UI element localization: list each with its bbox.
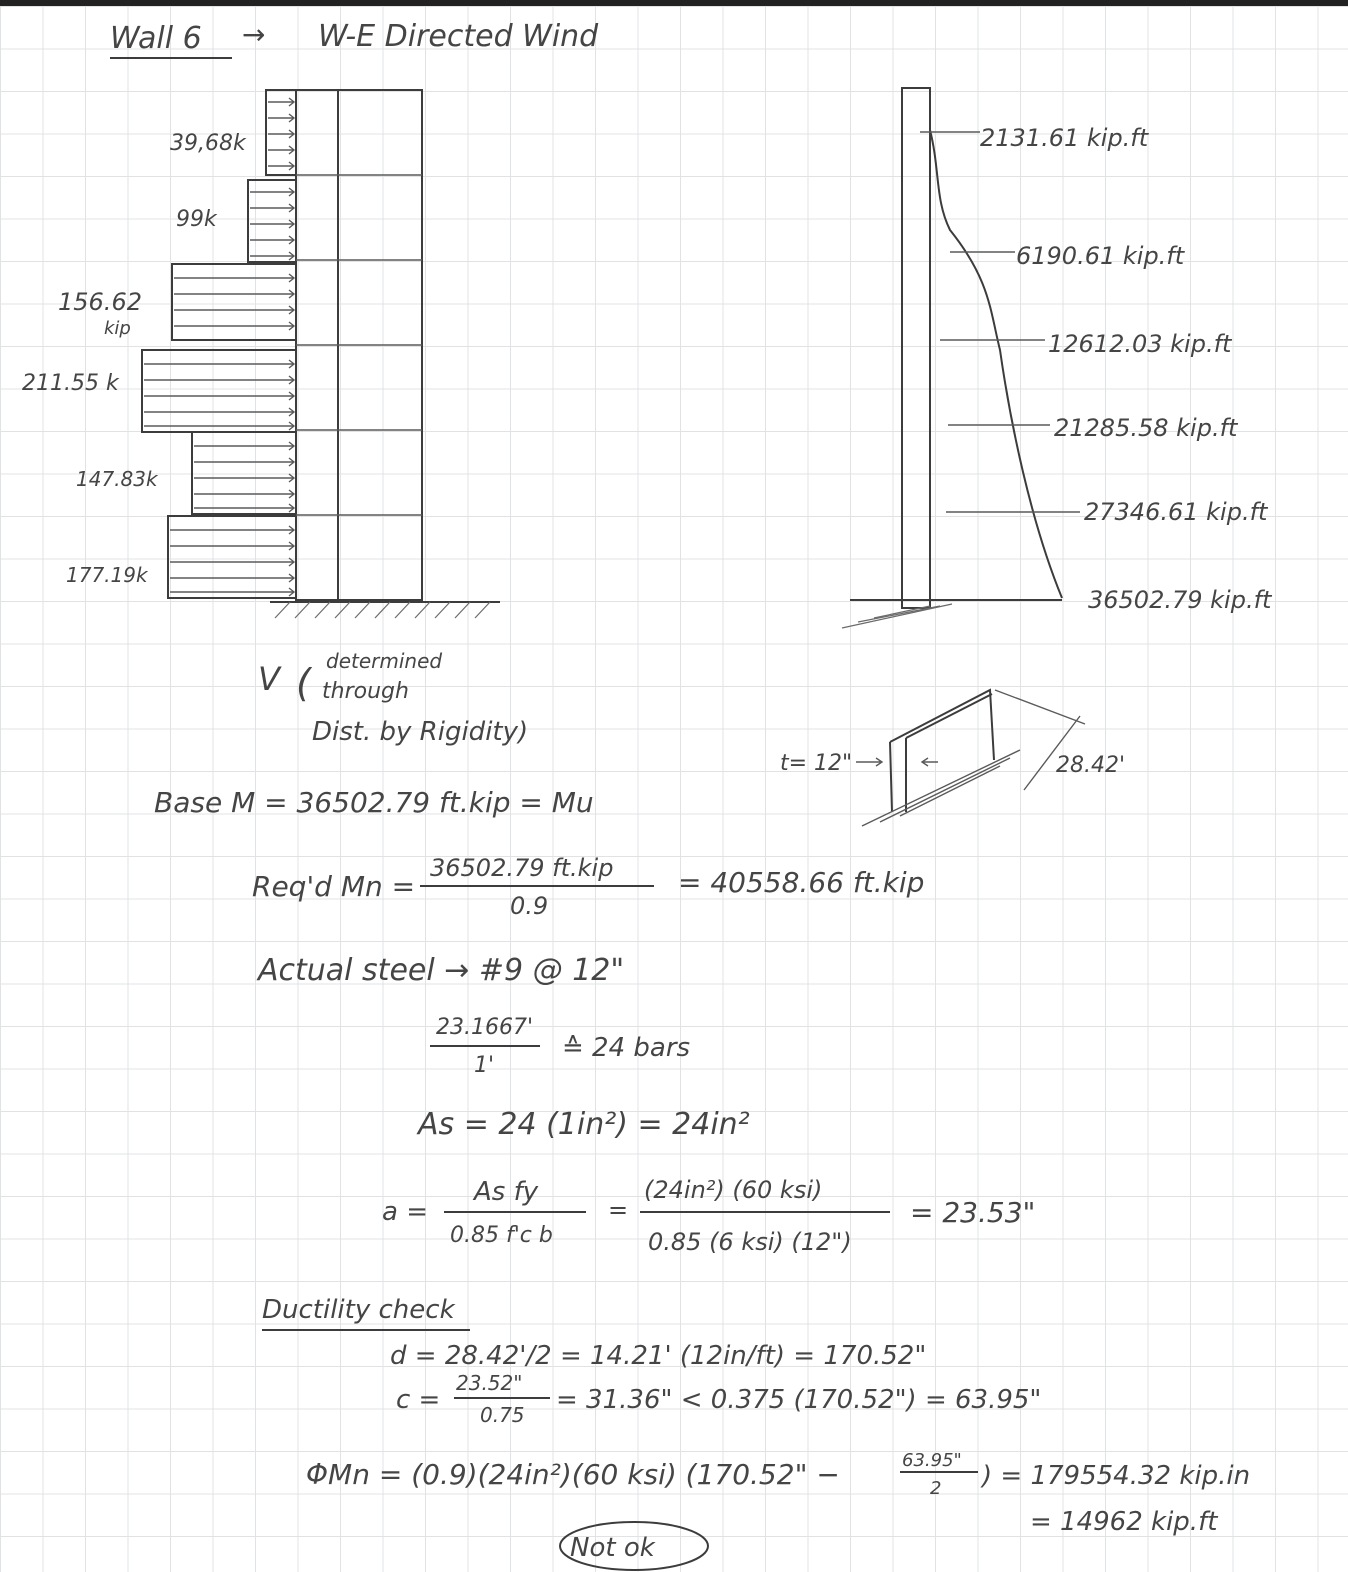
load-label-1: 39,68k xyxy=(170,131,247,156)
a-numerator: As fy xyxy=(472,1177,539,1207)
c-denominator: 0.75 xyxy=(480,1403,525,1427)
reqd-mn-rhs: = 40558.66 ft.kip xyxy=(678,866,924,899)
load-label-3: 156.62 xyxy=(58,288,142,316)
load-label-4: 211.55 k xyxy=(22,371,120,396)
load-label-3-unit: kip xyxy=(104,318,131,339)
load-block-6 xyxy=(167,515,296,599)
moment-curve xyxy=(929,129,1063,599)
phimn-rhs-1: ) = 179554.32 kip.in xyxy=(980,1461,1250,1491)
c-numerator: 23.52" xyxy=(456,1371,522,1395)
base-moment-line: Base M = 36502.79 ft.kip = Mu xyxy=(154,786,594,819)
load-block-4 xyxy=(141,349,296,433)
page-top-rule xyxy=(0,0,1348,6)
wall-3d-base-hatch xyxy=(861,749,1021,827)
wall-thickness-label: t= 12" xyxy=(780,751,852,776)
shear-note-line3: Dist. by Rigidity) xyxy=(312,717,528,747)
calculations: Base M = 36502.79 ft.kip = Mu Req'd Mn =… xyxy=(154,786,1250,1571)
phimn-frac-numerator: 63.95" xyxy=(902,1450,962,1471)
moment-label-5: 27346.61 kip.ft xyxy=(1084,498,1269,526)
reqd-mn-numerator: 36502.79 ft.kip xyxy=(430,854,613,882)
moment-label-4: 21285.58 kip.ft xyxy=(1054,414,1239,442)
wall-title: Wall 6 xyxy=(110,21,202,56)
c-lhs: c = xyxy=(396,1385,440,1415)
shear-note: V ( determined through Dist. by Rigidity… xyxy=(258,649,528,747)
wall-3d-front xyxy=(889,688,995,813)
load-block-2 xyxy=(247,179,296,263)
a-denominator: 0.85 f'c b xyxy=(450,1223,553,1248)
reqd-mn-lhs: Req'd Mn = xyxy=(252,870,415,903)
wall-3d-dimension xyxy=(994,689,1086,791)
moment-label-1: 2131.61 kip.ft xyxy=(980,124,1150,152)
load-block-3 xyxy=(171,263,296,341)
bars-numerator: 23.1667' xyxy=(436,1015,533,1040)
moment-label-3: 12612.03 kip.ft xyxy=(1048,330,1233,358)
bars-rhs: ≙ 24 bars xyxy=(562,1033,690,1063)
load-block-5 xyxy=(191,431,296,515)
phimn-lhs: ΦMn = (0.9)(24in²)(60 ksi) (170.52" − xyxy=(306,1458,840,1491)
shear-v: V xyxy=(258,660,282,698)
ground-hatch xyxy=(274,601,491,619)
shear-note-line2: through xyxy=(322,679,409,704)
wind-direction-title: W-E Directed Wind xyxy=(318,19,599,54)
shear-paren-open: ( xyxy=(296,661,313,705)
moment-diagram: 2131.61 kip.ft 6190.61 kip.ft 12612.03 k… xyxy=(841,87,1273,629)
verdict-circle xyxy=(559,1521,709,1571)
reqd-mn-denominator: 0.9 xyxy=(510,892,548,920)
shear-note-line1: determined xyxy=(326,649,442,673)
verdict-label: Not ok xyxy=(570,1533,656,1563)
moment-wall xyxy=(901,87,931,609)
c-rhs: = 31.36" < 0.375 (170.52") = 63.95" xyxy=(556,1385,1041,1415)
moment-label-2: 6190.61 kip.ft xyxy=(1016,242,1186,270)
load-diagram: 39,68k 99k 156.62 kip 211.55 k 147.83k 1… xyxy=(22,89,500,619)
bars-denominator: 1' xyxy=(474,1053,494,1078)
moment-label-6: 36502.79 kip.ft xyxy=(1088,586,1273,614)
wall-3d-thickness-arrows xyxy=(856,757,938,767)
a-equals: = xyxy=(608,1196,628,1224)
as-line: As = 24 (1in²) = 24in² xyxy=(416,1107,750,1142)
a-numerator-2: (24in²) (60 ksi) xyxy=(644,1176,822,1204)
header-arrow: → xyxy=(242,18,265,51)
a-denominator-2: 0.85 (6 ksi) (12") xyxy=(648,1228,852,1256)
ductility-title: Ductility check xyxy=(262,1295,456,1325)
wall-length-label: 28.42' xyxy=(1056,753,1125,778)
wall-3d-sketch: t= 12" 28.42' xyxy=(780,688,1125,827)
load-label-5: 147.83k xyxy=(76,467,159,491)
a-lhs: a = xyxy=(382,1197,428,1227)
a-rhs: = 23.53" xyxy=(910,1196,1035,1229)
load-label-2: 99k xyxy=(176,207,218,232)
phimn-rhs-2: = 14962 kip.ft xyxy=(1030,1507,1218,1537)
load-block-1 xyxy=(265,89,296,176)
d-line: d = 28.42'/2 = 14.21' (12in/ft) = 170.52… xyxy=(390,1341,926,1371)
moment-ground-hatch xyxy=(841,603,953,629)
actual-steel-line: Actual steel → #9 @ 12" xyxy=(256,953,624,988)
phimn-frac-denominator: 2 xyxy=(930,1478,941,1499)
load-label-6: 177.19k xyxy=(66,563,149,587)
